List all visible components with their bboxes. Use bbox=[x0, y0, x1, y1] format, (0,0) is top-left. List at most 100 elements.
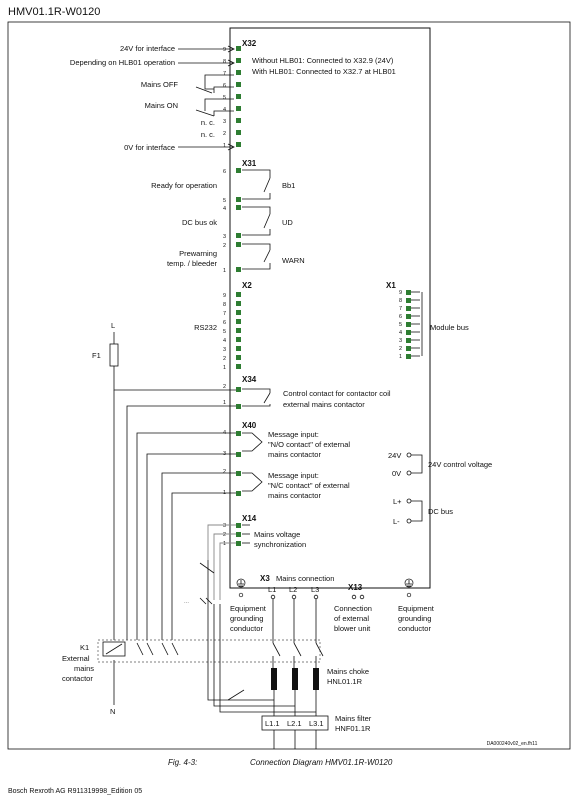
x32-pin-3: 3 bbox=[223, 119, 226, 125]
x40-desc-no-1: Message input: bbox=[268, 430, 319, 439]
svg-text:6: 6 bbox=[223, 169, 226, 175]
x32-pin-6: 6 bbox=[223, 83, 226, 89]
x31-label-temp: temp. / bleeder bbox=[167, 259, 218, 268]
label-24v-control: 24V control voltage bbox=[428, 460, 492, 469]
x1-stubs bbox=[411, 291, 420, 357]
x14-pins: 3 2 1 bbox=[223, 523, 226, 547]
x32-pin-9: 9 bbox=[223, 47, 226, 53]
x34-desc-2: external mains contactor bbox=[283, 400, 365, 409]
svg-text:5: 5 bbox=[223, 198, 226, 204]
x32-label-mains-off: Mains OFF bbox=[141, 80, 179, 89]
x3-terminals bbox=[270, 594, 319, 600]
x40-terminals bbox=[236, 431, 241, 496]
x40-desc-nc-3: mains contactor bbox=[268, 491, 321, 500]
x1-header: X1 bbox=[386, 281, 396, 290]
svg-text:2: 2 bbox=[223, 532, 226, 538]
svg-text:3: 3 bbox=[223, 347, 226, 353]
x13-desc-1: Connection bbox=[334, 604, 372, 613]
x34-pin-1: 1 bbox=[223, 400, 226, 406]
mains-choke bbox=[271, 668, 319, 690]
right-terminals bbox=[406, 452, 423, 524]
x14-header: X14 bbox=[242, 514, 257, 523]
x32-pins: 9 8 7 6 5 4 3 2 1 bbox=[223, 47, 226, 149]
x32-header: X32 bbox=[242, 39, 257, 48]
svg-text:4: 4 bbox=[223, 206, 226, 212]
filter-desc-1: Mains filter bbox=[335, 714, 372, 723]
x31-header: X31 bbox=[242, 159, 257, 168]
x32-label-0v: 0V for interface bbox=[124, 143, 175, 152]
filter-terminal-l11: L1.1 bbox=[265, 719, 280, 728]
x2-pins: 9 8 7 6 5 4 3 2 1 bbox=[223, 293, 226, 371]
figure-caption: Connection Diagram HMV01.1R-W0120 bbox=[250, 758, 393, 767]
x2-label-rs232: RS232 bbox=[194, 323, 217, 332]
x32-terminals bbox=[236, 46, 241, 147]
drive-unit-box bbox=[229, 27, 431, 589]
choke-desc-2: HNL01.1R bbox=[327, 677, 363, 686]
x32-note-2: With HLB01: Connected to X32.7 at HLB01 bbox=[252, 67, 396, 76]
svg-text:2: 2 bbox=[223, 243, 226, 249]
x13-terminals bbox=[351, 594, 365, 600]
svg-text:1: 1 bbox=[223, 365, 226, 371]
filter-terminal-l31: L3.1 bbox=[309, 719, 324, 728]
x31-terminals bbox=[236, 168, 241, 272]
x32-label-nc-1: n. c. bbox=[201, 118, 215, 127]
supply-l-label: L bbox=[111, 321, 115, 330]
x3-header: X3 bbox=[260, 574, 270, 583]
drawing-id: DA000240v02_en.fh11 bbox=[487, 741, 538, 747]
x3-title: Mains connection bbox=[276, 574, 334, 583]
diagram-frame bbox=[7, 21, 571, 750]
grounding-left-2: grounding bbox=[230, 614, 263, 623]
label-lplus: L+ bbox=[393, 497, 402, 506]
x1-terminals bbox=[406, 290, 411, 359]
x1-pins: 9 8 7 6 5 4 3 2 1 bbox=[399, 290, 402, 360]
x31-label-prewarn: Prewarning bbox=[179, 249, 217, 258]
x13-desc-3: blower unit bbox=[334, 624, 371, 633]
x2-terminals bbox=[236, 292, 241, 369]
choke-desc-1: Mains choke bbox=[327, 667, 369, 676]
grounding-right-2: grounding bbox=[398, 614, 431, 623]
x34-terminals bbox=[236, 387, 241, 409]
page-footer: Bosch Rexroth AG R911319998_Edition 05 bbox=[8, 788, 142, 795]
fuse-f1 bbox=[109, 343, 119, 367]
x3-terminal-l3: L3 bbox=[311, 585, 319, 594]
x1-label-module-bus: Module bus bbox=[430, 323, 469, 332]
contactor-k1-enclosure bbox=[97, 639, 321, 663]
x40-desc-nc-2: "N/C contact" of external bbox=[268, 481, 350, 490]
grounding-left-1: Equipment bbox=[230, 604, 267, 613]
ground-terminal-left bbox=[236, 578, 246, 598]
label-dc-bus: DC bus bbox=[428, 507, 453, 516]
svg-text:3: 3 bbox=[223, 234, 226, 240]
x32-pin-4: 4 bbox=[223, 107, 226, 113]
k1-desc-1: External bbox=[62, 654, 90, 663]
svg-text:9: 9 bbox=[223, 293, 226, 299]
svg-text:7: 7 bbox=[223, 311, 226, 317]
filter-terminal-l21: L2.1 bbox=[287, 719, 302, 728]
svg-text:2: 2 bbox=[223, 469, 226, 475]
svg-text:6: 6 bbox=[399, 314, 402, 320]
svg-text:9: 9 bbox=[399, 290, 402, 296]
grounding-left-3: conductor bbox=[230, 624, 263, 633]
svg-text:6: 6 bbox=[223, 320, 226, 326]
filter-desc-2: HNF01.1R bbox=[335, 724, 371, 733]
figure-number: Fig. 4-3: bbox=[168, 758, 197, 767]
svg-text:3: 3 bbox=[223, 523, 226, 529]
x31-contact-ud: UD bbox=[282, 218, 293, 227]
page-title: HMV01.1R-W0120 bbox=[8, 6, 100, 18]
x14-fuse-marks: ⋯ bbox=[184, 600, 189, 606]
x32-label-24v: 24V for interface bbox=[120, 44, 175, 53]
x32-label-nc-2: n. c. bbox=[201, 130, 215, 139]
k1-label: K1 bbox=[80, 643, 89, 652]
x34-desc-1: Control contact for contactor coil bbox=[283, 389, 391, 398]
svg-text:7: 7 bbox=[399, 306, 402, 312]
svg-text:5: 5 bbox=[223, 329, 226, 335]
x3-terminal-l1: L1 bbox=[268, 585, 276, 594]
x31-contact-warn: WARN bbox=[282, 256, 305, 265]
x40-desc-nc-1: Message input: bbox=[268, 471, 319, 480]
x14-terminals bbox=[236, 523, 241, 546]
x40-pins: 4 3 2 1 bbox=[223, 430, 226, 496]
grounding-right-1: Equipment bbox=[398, 604, 435, 613]
x34-header: X34 bbox=[242, 375, 257, 384]
x32-note-1: Without HLB01: Connected to X32.9 (24V) bbox=[252, 56, 394, 65]
label-0v: 0V bbox=[392, 469, 401, 478]
